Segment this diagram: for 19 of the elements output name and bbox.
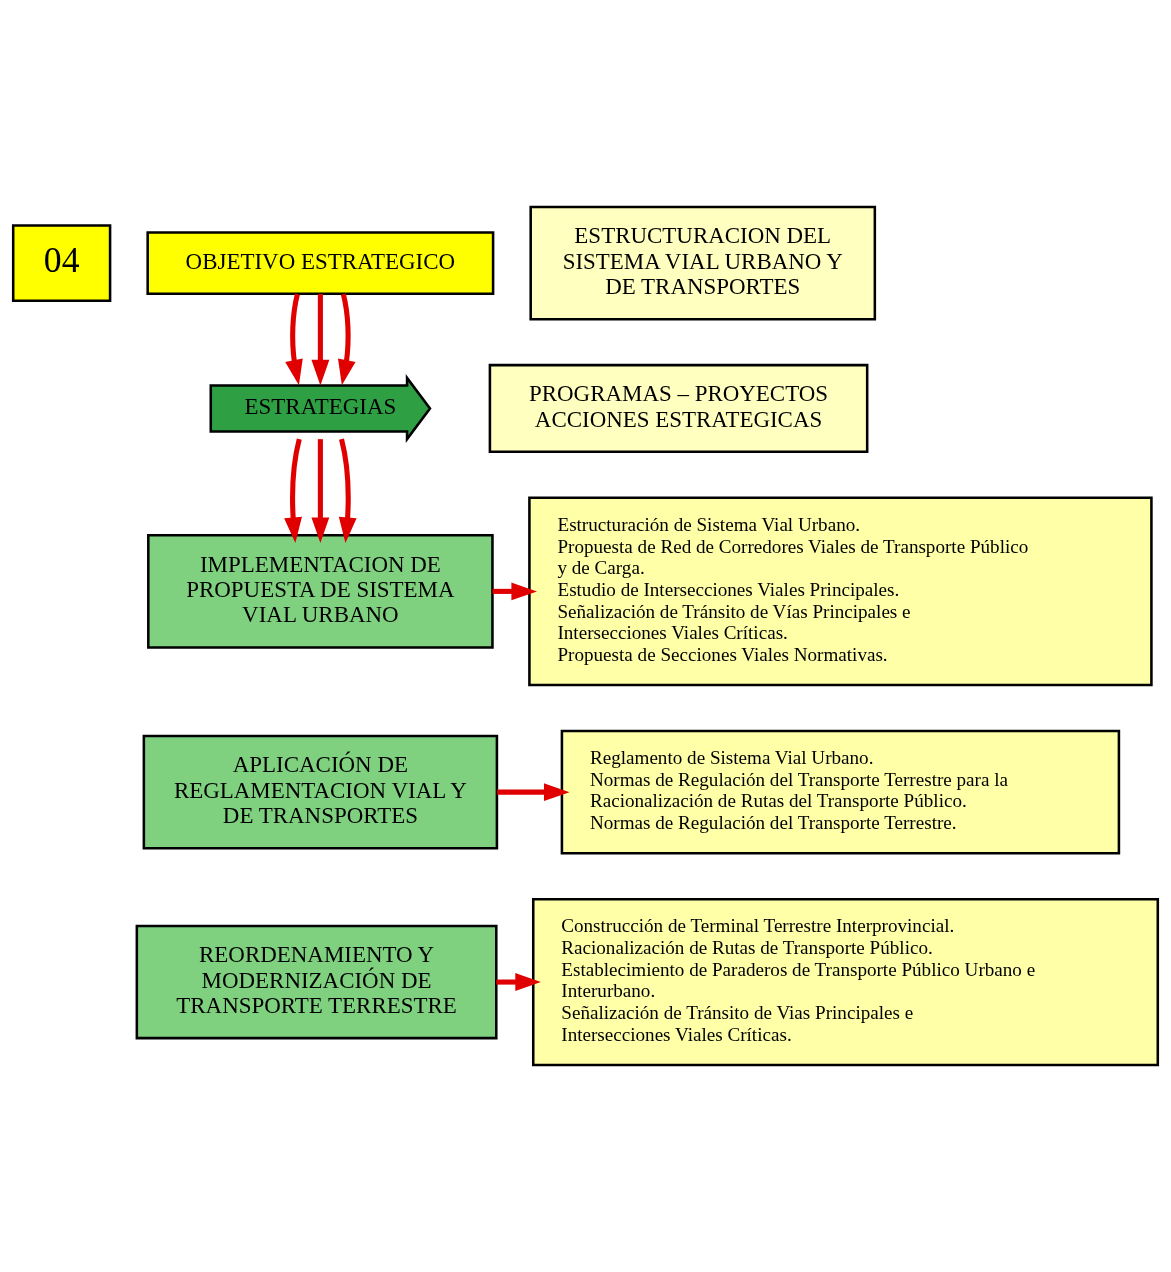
node-box: PROGRAMAS – PROYECTOS ACCIONES ESTRATEGICAS xyxy=(488,363,869,454)
node-box: Estructuración de Sistema Vial Urbano. Propuesta de Red de Corredores Viales de Transporte Público y de Carga. Estudio de Intersecciones Viales Principales. Señalización de Tránsito de Vías Principales e Intersecciones Viales Críticas. Propuesta de Secciones Viales Normativas. xyxy=(528,496,1153,687)
node-box: 04 xyxy=(11,224,112,303)
node-box: IMPLEMENTACION DE PROPUESTA DE SISTEMA VIAL URBANO xyxy=(147,534,494,649)
arrow xyxy=(492,582,537,601)
node-box: Construcción de Terminal Terrestre Interprovincial. Racionalización de Rutas de Transporte Público. Establecimiento de Paraderos de Transporte Público Urbano e Interurbano. Señalización de Tránsito de Vias Principales e Intersecciones Viales Críticas. xyxy=(531,897,1160,1067)
node-box: ESTRUCTURACION DEL SISTEMA VIAL URBANO Y DE TRANSPORTES xyxy=(529,205,877,321)
arrow xyxy=(338,293,356,386)
node-box: REORDENAMIENTO Y MODERNIZACIÓN DE TRANSPORTE TERRESTRE xyxy=(135,924,498,1040)
arrow xyxy=(338,438,357,543)
node-box: OBJETIVO ESTRATEGICO xyxy=(146,231,495,296)
node-box: Reglamento de Sistema Vial Urbano. Normas de Regulación del Transporte Terrestre para la Racionalización de Rutas del Transporte Público. Normas de Regulación del Transporte Terrestre. xyxy=(560,729,1121,855)
arrow xyxy=(311,294,330,386)
arrow xyxy=(311,439,330,543)
node-box: APLICACIÓN DE REGLAMENTACION VIAL Y DE TRANSPORTES xyxy=(142,734,499,850)
arrow xyxy=(497,783,570,802)
arrow xyxy=(496,973,541,991)
arrow xyxy=(285,293,303,386)
arrow xyxy=(284,438,302,543)
